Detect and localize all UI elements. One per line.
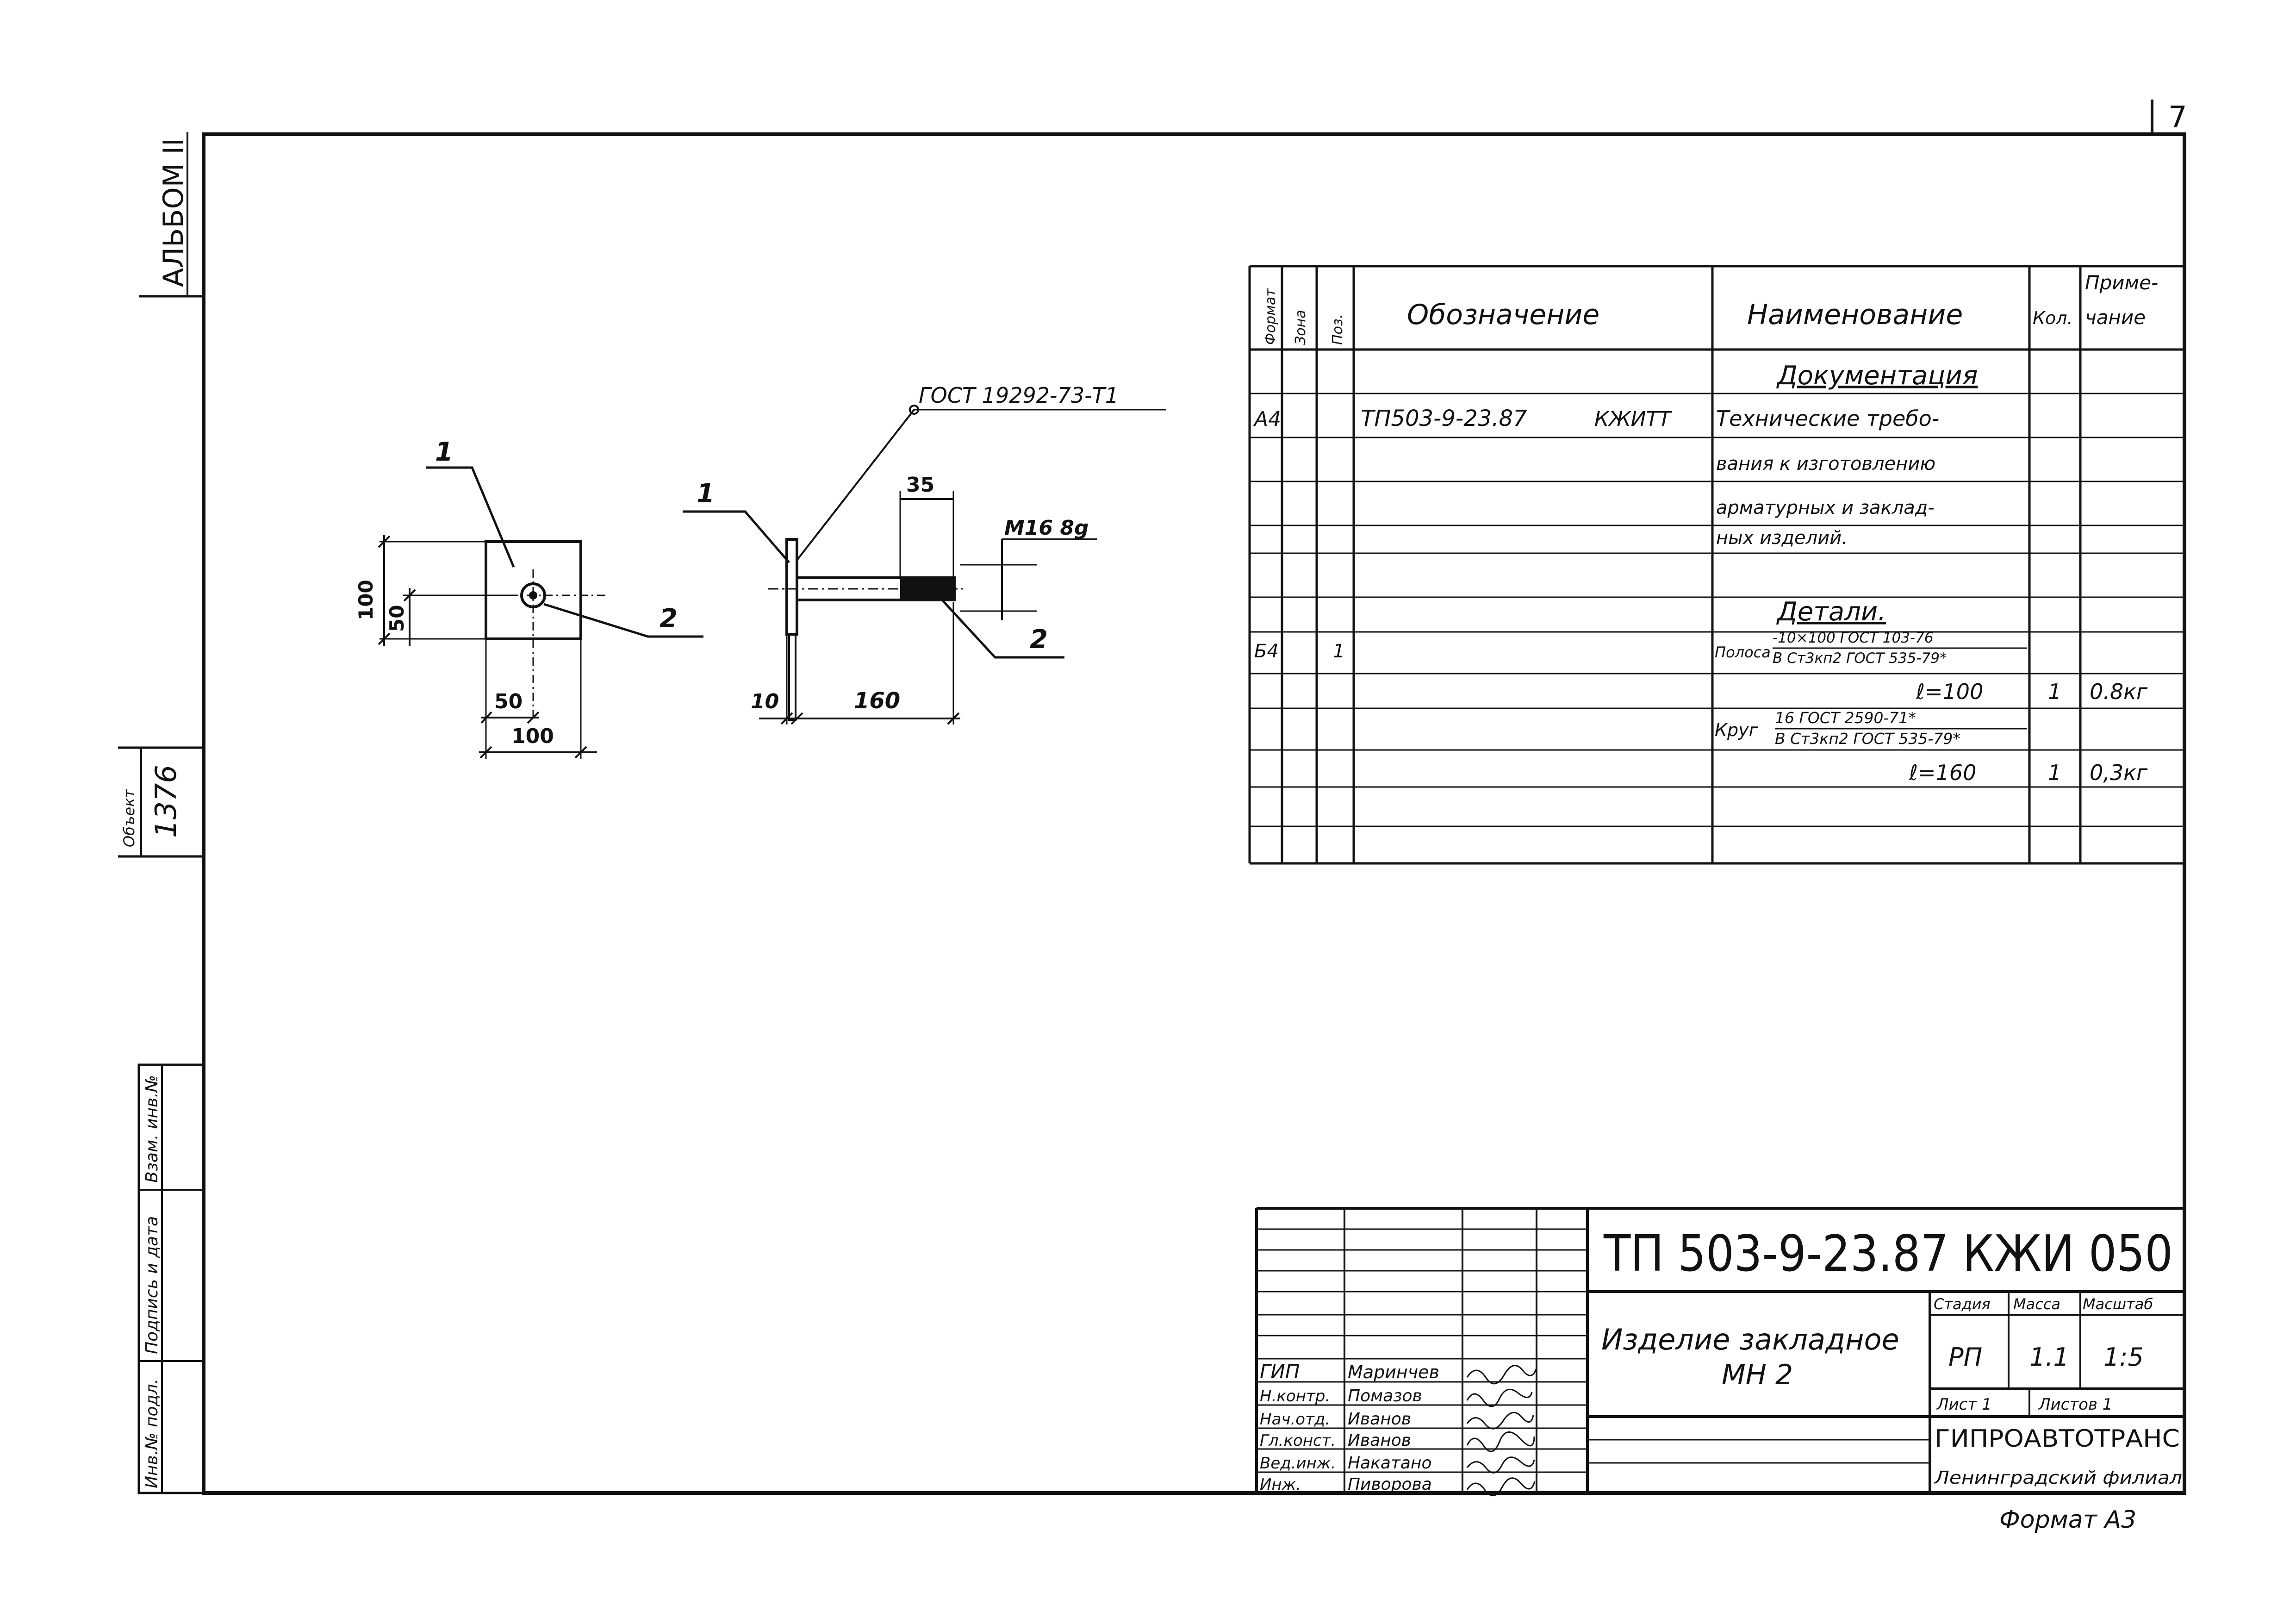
header-note-1: Приме- [2085,271,2158,294]
item-title-line-2: МН 2 [1722,1359,1793,1391]
left-strip: АЛЬБОМ II Объект 1376 Взам. инв.№ Подпис… [118,132,205,1494]
dim-10: 10 [751,690,779,713]
part2-qty: 1 [2048,760,2061,785]
object-value: 1376 [149,765,183,838]
gost-leader-label: ГОСТ 19292-73-Т1 [919,383,1119,408]
side-view: 35 М16 8g 10 160 1 2 ГОСТ 19292-73-Т1 [683,383,1166,725]
doc-mark: КЖИТТ [1594,407,1672,431]
signature-rows: ГИП Маринчев Н.контр. Помазов Нач.отд. И… [1260,1360,1439,1494]
part1-format: Б4 [1254,641,1279,662]
specification-table: Формат Зона Поз. Обозначение Наименовани… [1248,265,2184,865]
inv-podl-label: Инв.№ подл. [143,1379,162,1488]
part1-top: -10×100 ГОСТ 103-76 [1773,630,1934,646]
title-block: ТП 503-9-23.87 КЖИ 050 Изделие закладное… [1255,1207,2184,1496]
doc-name-line-3: арматурных и заклад- [1716,497,1935,518]
doc-format: А4 [1253,407,1281,431]
dim-50-horizontal: 50 [494,690,523,713]
part2-top: 16 ГОСТ 2590-71* [1775,709,1916,727]
dim-160: 160 [854,688,900,714]
organization-branch: Ленинградский филиал [1934,1468,2182,1488]
front-view: 100 50 50 100 1 2 [355,437,703,759]
part1-bottom: В Ст3кп2 ГОСТ 535-79* [1773,650,1947,667]
organization-name: ГИПРОАВТОТРАНС [1935,1425,2180,1453]
name-nach-otd: Иванов [1348,1410,1411,1429]
part1-qty: 1 [2048,679,2061,704]
header-name: Наименование [1747,299,1963,331]
part1-name: Полоса [1715,643,1771,661]
role-ved-inzh: Вед.инж. [1260,1454,1336,1473]
part1-pos: 1 [1333,641,1344,662]
header-pos: Поз. [1330,314,1346,345]
format-label: Формат А3 [1999,1506,2136,1534]
name-gl-konst: Иванов [1348,1431,1411,1450]
dim-m16-8g: М16 8g [1004,516,1089,540]
header-designation: Обозначение [1407,299,1599,331]
section-documentation: Документация [1776,361,1978,391]
mass-header: Масса [2013,1295,2060,1313]
role-inzh: Инж. [1260,1475,1301,1494]
doc-name-line-2: вания к изготовлению [1716,453,1935,475]
podp-data-label: Подпись и дата [143,1216,162,1354]
side-pos-2: 2 [1030,625,1048,655]
sheet-number-box: 7 [2151,100,2187,135]
vzam-inv-label: Взам. инв.№ [143,1075,162,1183]
role-gl-konst: Гл.конст. [1260,1431,1336,1450]
name-gip: Маринчев [1348,1362,1439,1382]
part1-note: 0.8кг [2090,679,2148,704]
part1-length: ℓ=100 [1916,679,1983,704]
item-title-line-1: Изделие закладное [1601,1323,1899,1356]
name-inzh: Пиворова [1348,1475,1432,1494]
header-zone: Зона [1293,310,1309,345]
plate-side [785,538,798,636]
plate-front [485,540,582,640]
section-parts: Детали. [1776,597,1886,627]
doc-name-line-4: ных изделий. [1716,527,1848,549]
role-n-kontr: Н.контр. [1260,1387,1330,1405]
scale-value: 1:5 [2103,1343,2144,1372]
doc-code: ТП503-9-23.87 [1361,406,1527,431]
sheet-frame [202,132,2186,1495]
header-note-2: чание [2085,306,2146,329]
side-pos-1: 1 [697,479,715,509]
sheet-number: 7 [2168,100,2187,135]
dim-100-horizontal: 100 [511,725,554,748]
role-gip: ГИП [1260,1360,1300,1383]
part2-length: ℓ=160 [1909,760,1976,785]
doc-name-line-1: Технические требо- [1716,406,1939,431]
stage-header: Стадия [1934,1295,1991,1313]
mass-value: 1.1 [2029,1343,2069,1372]
dim-100-vertical: 100 [355,580,377,620]
role-nach-otd: Нач.отд. [1260,1410,1330,1429]
header-format: Формат [1263,288,1279,345]
part2-name: Круг [1715,720,1759,740]
dim-50-vertical: 50 [386,605,408,632]
front-pos-1: 1 [435,437,453,467]
front-pos-2: 2 [660,604,678,634]
scale-header: Масштаб [2083,1295,2153,1313]
document-code: ТП 503-9-23.87 КЖИ 050 [1603,1225,2173,1283]
sheets-header: Листов 1 [2038,1395,2112,1414]
part2-bottom: В Ст3кп2 ГОСТ 535-79* [1775,730,1960,748]
signatures [1466,1365,1537,1496]
album-label: АЛЬБОМ II [157,138,190,287]
stage-value: РП [1948,1343,1982,1372]
name-ved-inzh: Накатано [1348,1454,1432,1473]
object-label: Объект [120,788,138,847]
part2-note: 0,3кг [2090,760,2148,785]
sheet-header: Лист 1 [1936,1395,1992,1414]
header-qty: Кол. [2033,308,2073,328]
name-n-kontr: Помазов [1348,1387,1422,1405]
dim-35: 35 [906,473,934,497]
